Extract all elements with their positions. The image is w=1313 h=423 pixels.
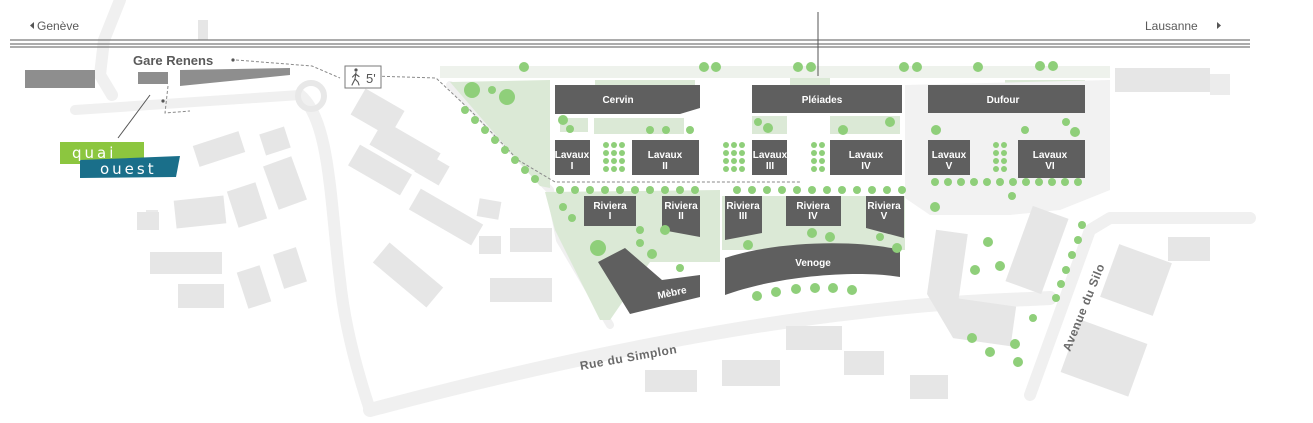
label-riviera-4-a: Riviera: [796, 201, 830, 212]
direction-west-label: Genève: [37, 19, 79, 33]
site-paving: [440, 66, 1110, 78]
logo-word-1: quai: [72, 144, 116, 162]
pedestrian-icon: [351, 68, 360, 86]
arrow-right-icon: [1217, 22, 1221, 29]
logo-word-2: ouest: [100, 160, 157, 178]
building-venoge: [725, 243, 900, 295]
label-pleiades: Pléiades: [802, 95, 843, 106]
building-riviera-1: [584, 196, 636, 226]
building-mebre: [598, 248, 700, 314]
station-path: [164, 85, 191, 114]
direction-east-label: Lausanne: [1145, 19, 1198, 33]
arrow-left-icon: [30, 22, 34, 29]
label-lavaux-2-b: II: [662, 161, 668, 172]
label-riviera-2-a: Riviera: [664, 201, 698, 212]
building-dufour: [928, 85, 1085, 113]
label-venoge: Venoge: [795, 258, 831, 269]
building-lavaux-5: [928, 140, 970, 175]
building-riviera-5: [866, 196, 904, 238]
walk-time-label: 5': [366, 71, 376, 86]
label-riviera-3-a: Riviera: [726, 201, 760, 212]
label-lavaux-3-a: Lavaux: [753, 150, 788, 161]
walk-time-badge: 5': [344, 65, 382, 89]
building-lavaux-4: [830, 140, 902, 175]
label-riviera-5-a: Riviera: [867, 201, 901, 212]
building-riviera-3: [725, 196, 762, 240]
label-lavaux-4-b: IV: [861, 161, 871, 172]
site-ground: [905, 80, 1110, 215]
label-lavaux-6-b: VI: [1045, 161, 1055, 172]
building-lavaux-6: [1018, 140, 1085, 178]
label-cervin: Cervin: [602, 95, 633, 106]
label-lavaux-5-b: V: [946, 161, 953, 172]
quai-ouest-logo: quai ouest: [60, 142, 180, 178]
label-lavaux-2-a: Lavaux: [648, 150, 683, 161]
direction-east: Lausanne: [1145, 19, 1221, 33]
label-lavaux-3-b: III: [766, 161, 775, 172]
walking-route: [235, 59, 800, 183]
label-riviera-5-b: V: [881, 211, 888, 222]
building-labels: Cervin Pléiades Dufour Lavaux I Lavaux I…: [555, 95, 1068, 302]
label-lavaux-1-b: I: [571, 161, 574, 172]
label-riviera-1-b: I: [609, 211, 612, 222]
railway: [10, 39, 1250, 48]
building-right-corner: [1210, 74, 1230, 95]
station-underpass-marker: [161, 99, 165, 103]
building-riviera-4: [786, 196, 841, 226]
project-buildings: [555, 85, 1085, 314]
label-lavaux-5-a: Lavaux: [932, 150, 967, 161]
label-lavaux-6-a: Lavaux: [1033, 150, 1068, 161]
station-label: Gare Renens: [133, 53, 213, 68]
direction-west: Genève: [30, 19, 79, 33]
logo-pointer-line: [117, 94, 151, 139]
trees: [461, 61, 1086, 367]
label-riviera-3-b: III: [739, 211, 748, 222]
station-platforms: [25, 68, 290, 88]
label-lavaux-1-a: Lavaux: [555, 150, 590, 161]
station-marker: [231, 58, 235, 62]
roundabout: [295, 80, 327, 112]
label-riviera-4-b: IV: [808, 211, 818, 222]
label-riviera-2-b: II: [678, 211, 684, 222]
building-pleiades: [752, 85, 902, 113]
context-buildings: [137, 20, 1210, 399]
building-lavaux-2: [632, 140, 699, 175]
label-dufour: Dufour: [987, 95, 1020, 106]
building-lavaux-1: [555, 140, 590, 175]
building-riviera-2: [662, 196, 700, 237]
building-lavaux-3: [752, 140, 787, 175]
label-riviera-1-a: Riviera: [593, 201, 627, 212]
label-lavaux-4-a: Lavaux: [849, 150, 884, 161]
building-cervin: [555, 85, 700, 114]
